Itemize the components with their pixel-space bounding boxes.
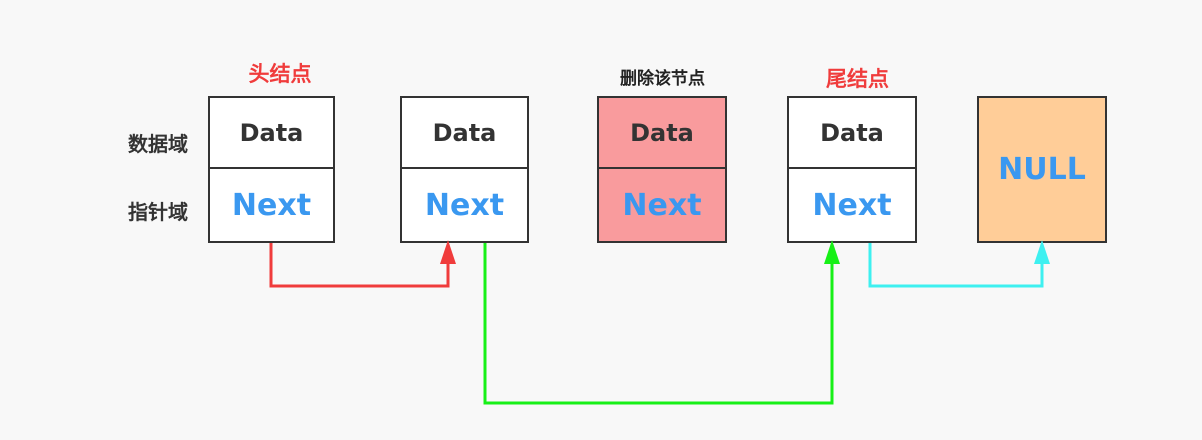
delete-node-label: 删除该节点 [620, 69, 705, 89]
node-data-cell: Data [599, 98, 725, 169]
tail-node: Data Next [787, 96, 917, 243]
null-value: NULL [998, 152, 1086, 187]
node-next-cell: Next [424, 187, 505, 223]
tail-node-label: 尾结点 [826, 67, 889, 91]
deleted-node: Data Next [597, 96, 727, 243]
node-data-cell: Data [210, 98, 333, 169]
node-next-cell: Next [231, 187, 312, 223]
node-data-cell: Data [402, 98, 527, 169]
arrow-second-to-tail [483, 243, 834, 405]
second-node: Data Next [400, 96, 529, 243]
head-node: Data Next [208, 96, 335, 243]
arrow-head-to-second [269, 243, 450, 288]
arrow-head-to-second-tip [440, 240, 456, 264]
arrow-tail-to-null-tip [1034, 240, 1050, 264]
node-data-cell: Data [789, 98, 915, 169]
node-next-cell: Next [622, 187, 702, 223]
data-field-label: 数据域 [128, 132, 188, 156]
head-node-label: 头结点 [248, 62, 312, 86]
arrow-tail-to-null [868, 243, 1044, 288]
arrow-second-to-tail-tip [824, 240, 840, 264]
node-next-cell: Next [812, 187, 892, 223]
pointer-field-label: 指针域 [128, 200, 188, 224]
